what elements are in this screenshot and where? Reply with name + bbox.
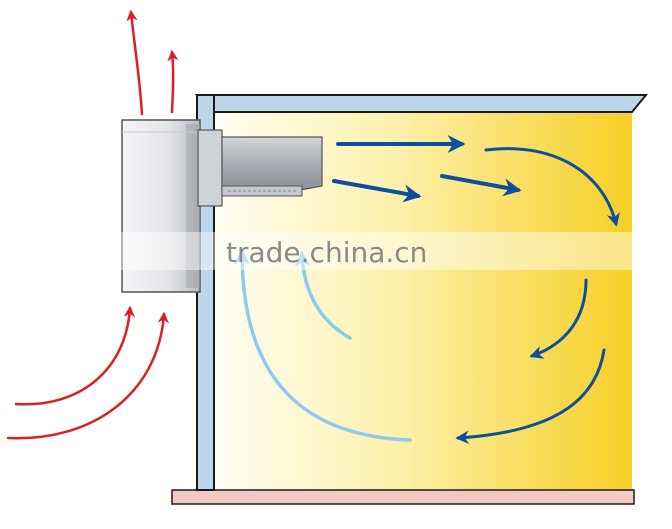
condensing-unit [121,119,201,293]
return-air-arrows [234,248,412,442]
ceiling-wall [194,94,649,113]
arrow-up-icon [234,248,412,442]
wall-connector [197,129,223,207]
arrow-up-icon [167,49,179,114]
hot-exhaust-arrows [126,9,179,116]
hot-intake-arrows [6,305,169,440]
arrow-right-icon [332,179,422,203]
watermark: trade.china.cn [104,232,672,270]
arrow-right-icon [440,174,522,197]
watermark-text: trade.china.cn [226,236,427,269]
floor [171,489,635,505]
arrow-up-icon [294,250,352,340]
evaporator-unit [221,136,323,197]
cold-supply-arrows [332,135,522,203]
arrow-up-right-icon [14,305,136,406]
arrow-up-icon [126,9,144,116]
arrow-up-right-icon [6,311,169,440]
circulation-arrows [455,147,620,445]
